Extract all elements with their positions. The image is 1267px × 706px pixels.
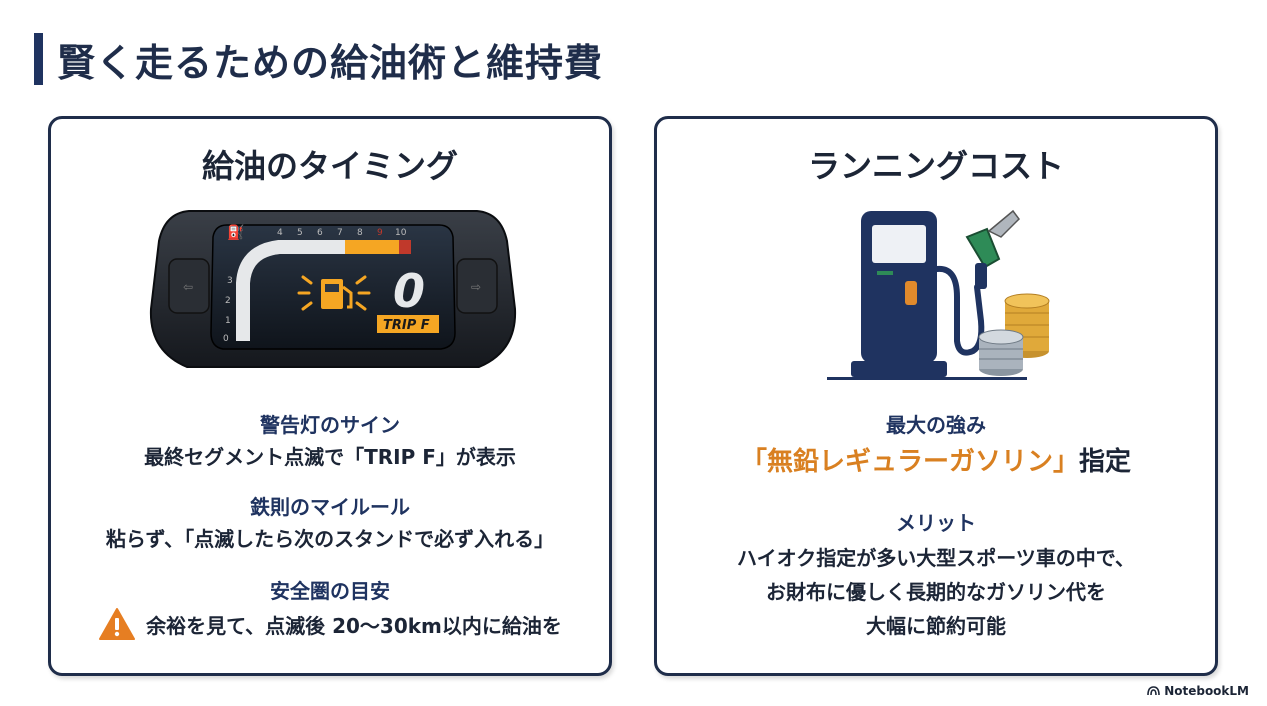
safety-zone-heading: 安全圏の目安	[270, 579, 390, 603]
meter-scale-1: 1	[225, 316, 231, 326]
merit-line-1: ハイオク指定が多い大型スポーツ車の中で、	[737, 546, 1135, 570]
coins-stack-icon	[978, 293, 1050, 376]
safety-zone-text: 余裕を見て、点滅後 20〜30km以内に給油を	[146, 613, 562, 638]
meter-digit: 0	[393, 264, 425, 318]
brand-text: NotebookLM	[1164, 684, 1249, 698]
meter-scale-0: 0	[223, 334, 229, 344]
meter-scale-7: 7	[337, 228, 343, 238]
meter-scale-3: 3	[227, 276, 233, 286]
my-rule-text: 粘らず、「点滅したら次のスタンドで必ず入れる」	[105, 527, 555, 551]
left-arrow-icon: ⇦	[183, 280, 193, 294]
strength-line: 「無鉛レギュラーガソリン」指定	[657, 441, 1215, 478]
notebooklm-logo-icon	[1147, 686, 1160, 696]
warning-triangle-icon	[99, 608, 136, 640]
gas-pump-coins-illustration	[827, 209, 1050, 380]
fuel-pump-small-icon: ⛽	[227, 224, 244, 241]
title-accent-bar	[34, 33, 43, 85]
right-arrow-icon: ⇨	[471, 280, 481, 294]
merit-line-2: お財布に優しく長期的なガソリン代を	[766, 580, 1106, 604]
my-rule-heading: 鉄則のマイルール	[250, 495, 410, 519]
merit-line-3: 大幅に節約可能	[866, 614, 1006, 638]
fuel-timing-title: 給油のタイミング	[201, 147, 458, 185]
warning-sign-heading: 警告灯のサイン	[260, 413, 400, 437]
fuel-timing-card: 給油のタイミング ⇦ ⇨ ⛽ 0 1 2 3 4 5 6	[48, 116, 612, 676]
designation-suffix: 指定	[1079, 447, 1132, 477]
merit-text: ハイオク指定が多い大型スポーツ車の中で、 お財布に優しく長期的なガソリン代を 大…	[657, 541, 1215, 643]
running-cost-card: ランニングコスト	[654, 116, 1218, 676]
page-title: 賢く走るための給油術と維持費	[57, 40, 604, 85]
fuel-warning-lamp-icon	[297, 275, 371, 311]
strength-heading: 最大の強み	[886, 413, 986, 437]
meter-scale-10: 10	[395, 228, 407, 238]
meter-scale-2: 2	[225, 296, 231, 306]
merit-heading: メリット	[896, 511, 976, 535]
safety-zone-row: 余裕を見て、点滅後 20〜30km以内に給油を	[51, 607, 609, 646]
motorcycle-meter-illustration: ⇦ ⇨ ⛽ 0 1 2 3 4 5 6 7 8 9 10	[149, 210, 517, 368]
fuel-gauge-bar	[236, 240, 411, 341]
meter-scale-8: 8	[357, 228, 363, 238]
meter-scale-5: 5	[297, 228, 303, 238]
fuel-nozzle-icon	[965, 209, 1020, 289]
notebooklm-logo: NotebookLM	[1147, 684, 1249, 698]
meter-scale-4: 4	[277, 228, 283, 238]
title-area: 賢く走るための給油術と維持費	[34, 30, 603, 88]
meter-scale-9: 9	[377, 228, 383, 238]
trip-f-label: TRIP F	[383, 318, 430, 333]
regular-gasoline-highlight: 「無鉛レギュラーガソリン」	[740, 447, 1079, 477]
warning-sign-text: 最終セグメント点滅で「TRIP F」が表示	[144, 445, 516, 469]
running-cost-title: ランニングコスト	[807, 147, 1064, 185]
meter-scale-6: 6	[317, 228, 323, 238]
